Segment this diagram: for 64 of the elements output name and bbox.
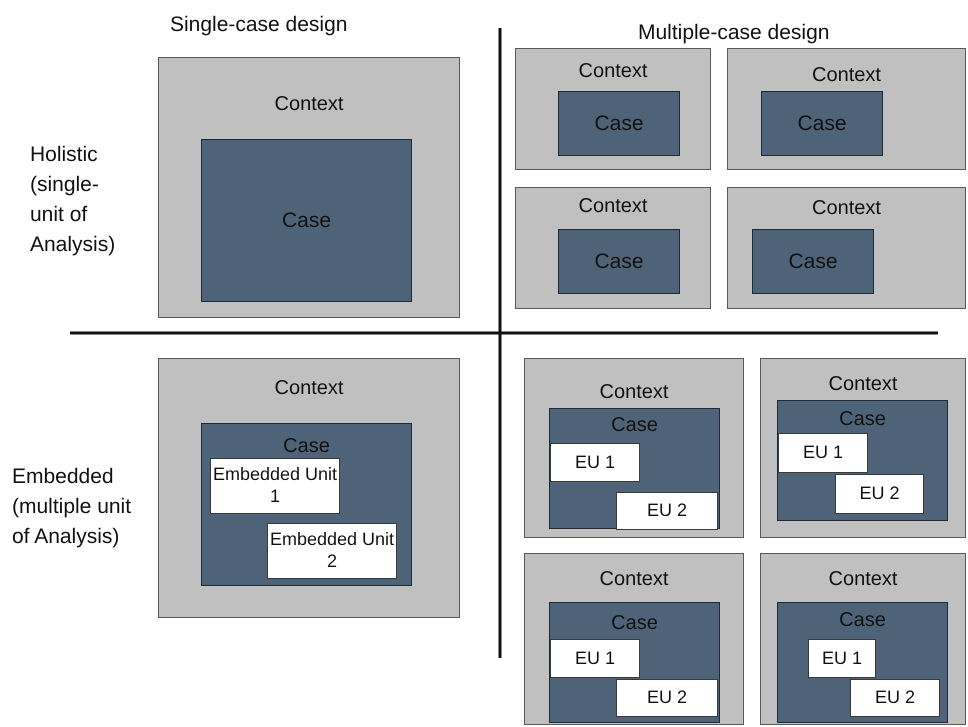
- case-box: [761, 91, 883, 156]
- box-title: EU 1: [574, 452, 616, 474]
- case-box: [201, 423, 412, 586]
- box-title: Context: [811, 63, 882, 87]
- box-title: Case: [594, 110, 644, 136]
- box-title: Context: [598, 567, 670, 591]
- context-box: [727, 187, 966, 309]
- case-box: [752, 229, 874, 294]
- embedded-unit-box: [550, 639, 640, 678]
- box-title: Case: [610, 611, 659, 635]
- box-title: Context: [828, 567, 898, 591]
- context-box: [515, 187, 711, 309]
- box-title: Case: [838, 608, 887, 632]
- box-title: Context: [578, 194, 648, 218]
- box-title: EU 1: [802, 442, 844, 464]
- embedded-unit-box: [778, 433, 868, 473]
- box-title: Context: [598, 380, 670, 404]
- box-title: Case: [788, 248, 838, 274]
- box-title: Case: [282, 208, 332, 234]
- context-box: [158, 57, 460, 318]
- box-title: Case: [797, 110, 847, 136]
- embedded-unit-box: [850, 679, 940, 717]
- box-title: EU 2: [874, 687, 916, 709]
- embedded-unit-box: [808, 639, 876, 678]
- case-box: [549, 602, 720, 723]
- embedded-unit-box: [210, 458, 340, 514]
- box-title: Case: [594, 248, 644, 274]
- box-title: Embedded Unit 1: [212, 464, 338, 508]
- embedded-unit-box: [267, 523, 397, 579]
- box-title: Case: [610, 413, 659, 437]
- box-title: Context: [811, 196, 882, 220]
- context-box: [727, 48, 966, 170]
- box-title: EU 2: [646, 687, 688, 709]
- case-box: [201, 139, 412, 302]
- box-title: EU 2: [646, 500, 688, 522]
- box-title: Context: [578, 59, 648, 83]
- box-title: Context: [274, 376, 344, 400]
- box-title: EU 1: [822, 648, 862, 670]
- context-box: [760, 553, 966, 725]
- embedded-unit-box: [835, 474, 924, 514]
- embedded-unit-box: [616, 492, 718, 530]
- context-box: [524, 553, 744, 725]
- box-title: EU 1: [574, 648, 616, 670]
- context-box: [760, 358, 966, 538]
- case-box: [558, 91, 680, 156]
- context-box: [524, 358, 744, 538]
- column-heading: Single-case design: [170, 12, 348, 38]
- case-box: [558, 229, 680, 294]
- box-title: Context: [274, 92, 344, 116]
- box-title: Embedded Unit 2: [268, 529, 396, 573]
- box-title: Context: [828, 372, 898, 396]
- box-title: Case: [838, 407, 887, 431]
- embedded-unit-box: [550, 443, 640, 482]
- box-title: Case: [282, 434, 331, 458]
- box-title: EU 2: [859, 483, 900, 505]
- case-box: [549, 408, 720, 529]
- context-box: [515, 48, 711, 170]
- row-heading: Embedded (multiple unit of Analysis): [12, 464, 132, 550]
- case-box: [777, 400, 948, 521]
- row-heading: Holistic (single-unit of Analysis): [30, 142, 116, 258]
- context-box: [158, 358, 460, 618]
- embedded-unit-box: [616, 679, 718, 717]
- column-heading: Multiple-case design: [638, 20, 830, 46]
- case-box: [777, 602, 948, 723]
